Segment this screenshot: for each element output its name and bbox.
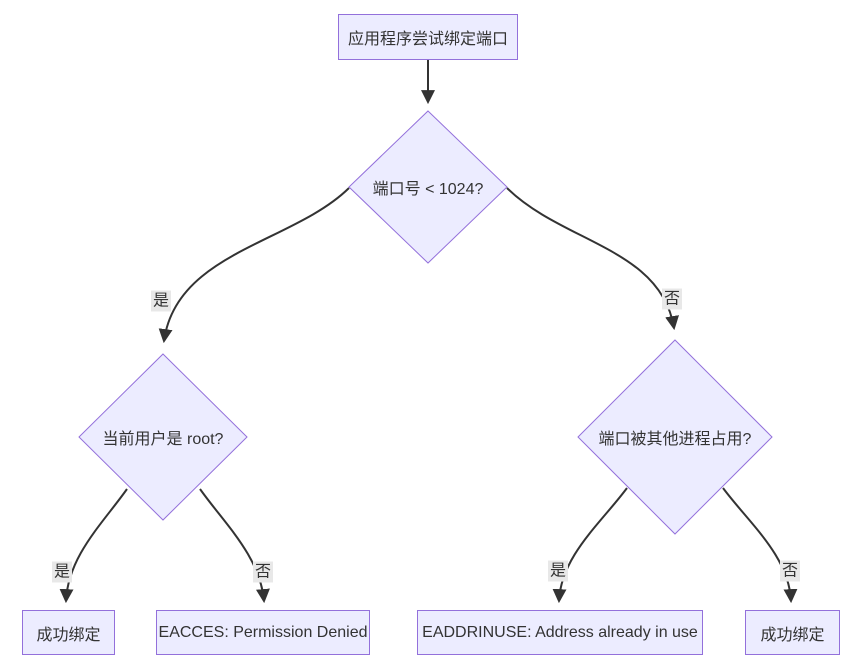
edge-label-occupied-yes: 是 (547, 560, 569, 582)
result-bind-success-left: 成功绑定 (22, 610, 115, 655)
decision-root-check-shape (78, 353, 248, 521)
decision-port-check-shape (348, 110, 508, 264)
edge-label-root-yes: 是 (51, 561, 73, 583)
edge-label-port-yes: 是 (150, 290, 172, 312)
result-bind-success-left-label: 成功绑定 (36, 626, 101, 644)
result-bind-success-right: 成功绑定 (745, 610, 840, 655)
start-node: 应用程序尝试绑定端口 (338, 14, 518, 60)
decision-occupied-check-shape (577, 339, 773, 535)
edge-root-check-no (199, 488, 270, 604)
result-eaddrinuse-label: EADDRINUSE: Address already in use (422, 623, 698, 641)
edge-root-check-yes (59, 488, 128, 604)
edge-label-occupied-no: 否 (779, 560, 801, 582)
result-eacces-label: EACCES: Permission Denied (158, 623, 368, 641)
result-eaddrinuse: EADDRINUSE: Address already in use (417, 610, 703, 655)
edge-label-root-no: 否 (252, 561, 274, 583)
start-node-label: 应用程序尝试绑定端口 (347, 31, 508, 48)
edge-occupied-check-yes (552, 487, 628, 604)
edge-port-check-yes (158, 187, 350, 344)
decision-port-check-label: 端口号 < 1024? (372, 181, 484, 198)
edge-port-check-no (506, 187, 679, 331)
edge-occupied-check-no (722, 487, 798, 604)
result-eacces: EACCES: Permission Denied (156, 610, 370, 655)
decision-root-check-label: 当前用户是 root? (102, 431, 224, 448)
result-bind-success-right-label: 成功绑定 (760, 626, 825, 644)
decision-occupied-check-label: 端口被其他进程占用? (598, 431, 752, 448)
edge-label-port-no: 否 (661, 288, 683, 310)
